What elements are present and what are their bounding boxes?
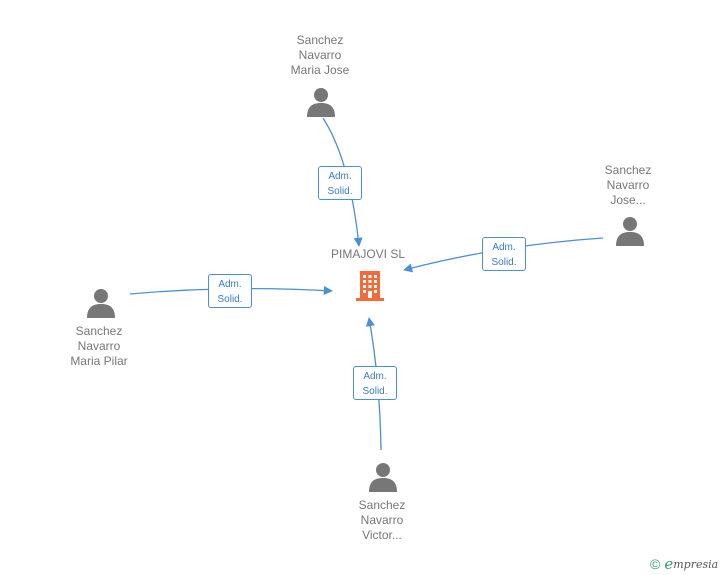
copyright-icon: © [650, 556, 661, 572]
edge-role-line: Solid. [217, 294, 243, 305]
person-name-line: Navarro [606, 178, 650, 192]
edge-role-line: Solid. [327, 186, 353, 197]
brand-logo-initial: e [664, 555, 674, 573]
brand-footer[interactable]: © e mpresia [650, 554, 718, 574]
person-name-line: Maria Jose [290, 63, 350, 77]
person-name-top[interactable]: Sanchez Navarro Maria Jose [260, 33, 380, 78]
edge-label-left: Adm. Solid. [208, 274, 252, 308]
person-name-line: Maria Pilar [70, 354, 128, 368]
edge-label-bottom: Adm. Solid. [353, 366, 397, 400]
brand-logo-text: mpresia [673, 557, 719, 571]
person-name-bottom[interactable]: Sanchez Navarro Victor... [322, 498, 442, 543]
person-name-line: Sanchez [358, 498, 406, 512]
edge-role-line: Adm. [218, 279, 242, 290]
person-name-line: Navarro [360, 513, 404, 527]
person-name-line: Navarro [77, 339, 121, 353]
person-icon[interactable] [368, 461, 398, 493]
person-name-line: Victor... [362, 528, 402, 542]
person-name-line: Sanchez [296, 33, 344, 47]
person-name-line: Jose... [610, 193, 646, 207]
edge-label-right: Adm. Solid. [482, 237, 526, 271]
person-icon[interactable] [86, 287, 116, 319]
edge-role-line: Adm. [363, 371, 387, 382]
edge-role-line: Solid. [491, 257, 517, 268]
building-icon[interactable] [354, 269, 386, 303]
person-name-left[interactable]: Sanchez Navarro Maria Pilar [39, 324, 159, 369]
edge-role-line: Adm. [492, 242, 516, 253]
person-name-line: Sanchez [75, 324, 123, 338]
person-icon[interactable] [615, 215, 645, 247]
company-name[interactable]: PIMAJOVI SL [330, 247, 406, 261]
edge-role-line: Adm. [328, 171, 352, 182]
edge-label-top: Adm. Solid. [318, 166, 362, 200]
person-icon[interactable] [306, 86, 336, 118]
edge-role-line: Solid. [362, 386, 388, 397]
person-name-right[interactable]: Sanchez Navarro Jose... [568, 163, 688, 208]
person-name-line: Navarro [298, 48, 342, 62]
person-name-line: Sanchez [604, 163, 652, 177]
